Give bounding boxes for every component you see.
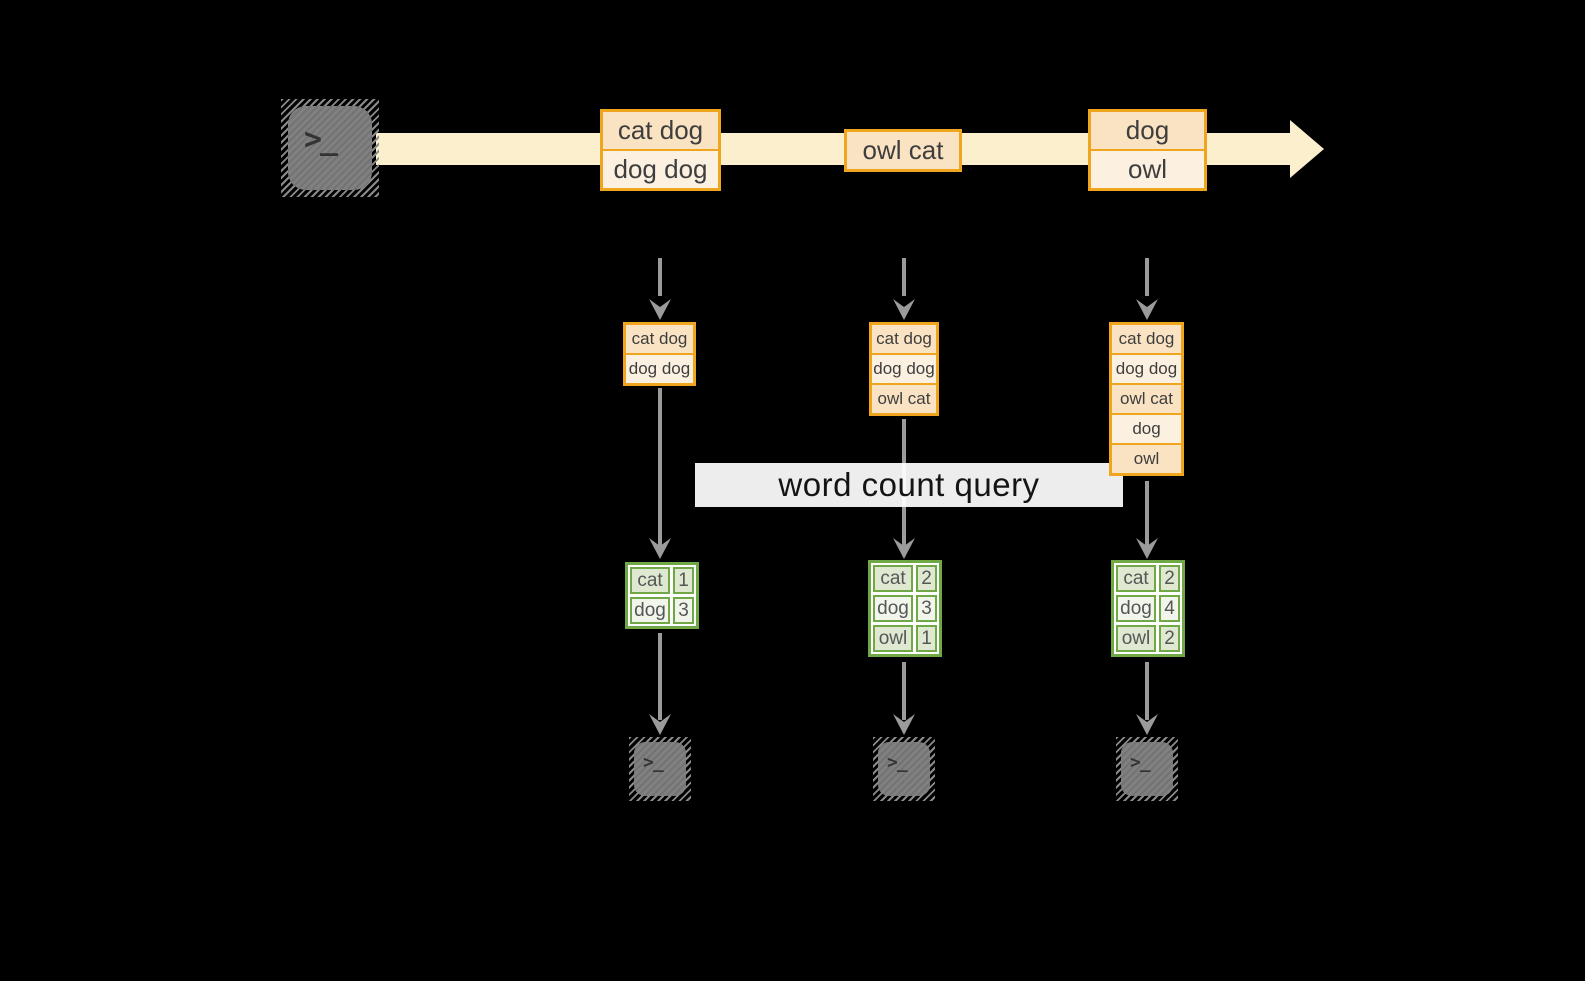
state-item: owl cat [1112, 383, 1181, 413]
word-count-table-1: cat 1 dog 3 [625, 562, 699, 629]
count-value: 4 [1159, 595, 1180, 622]
batch-item: owl [1091, 149, 1204, 188]
terminal-source-icon: >_ [281, 99, 379, 197]
stream-batch-2: owl cat [844, 129, 962, 172]
terminal-source-screen: >_ [288, 106, 372, 190]
query-label-band: word count query [695, 463, 1123, 507]
terminal-prompt-icon: >_ [643, 751, 664, 773]
count-value: 3 [916, 595, 937, 622]
query-arrowhead-2 [893, 538, 915, 559]
output-arrowhead-1 [649, 714, 671, 735]
state-item: dog [1112, 413, 1181, 443]
state-item: dog dog [1112, 353, 1181, 383]
output-arrows [649, 633, 1158, 735]
word-count-table-2: cat 2 dog 3 owl 1 [868, 560, 942, 657]
terminal-prompt-icon: >_ [304, 121, 338, 157]
terminal-prompt-icon: >_ [887, 751, 908, 773]
batch-item: dog [1091, 112, 1204, 149]
ingest-arrowhead-1 [649, 299, 671, 320]
output-arrowhead-3 [1136, 714, 1158, 735]
count-word: cat [630, 567, 670, 594]
query-arrowhead-1 [649, 538, 671, 559]
count-value: 2 [916, 565, 937, 592]
count-value: 2 [1159, 565, 1180, 592]
word-count-table-3: cat 2 dog 4 owl 2 [1111, 560, 1185, 657]
query-label: word count query [778, 466, 1040, 503]
count-word: owl [873, 625, 913, 652]
count-word: owl [1116, 625, 1156, 652]
count-word: cat [873, 565, 913, 592]
ingest-arrowhead-2 [893, 299, 915, 320]
ingest-arrowhead-3 [1136, 299, 1158, 320]
state-item: cat dog [872, 325, 936, 353]
state-item: cat dog [1112, 325, 1181, 353]
batch-item: owl cat [847, 132, 959, 169]
terminal-sink-screen: >_ [1121, 742, 1173, 796]
count-value: 3 [673, 597, 694, 624]
count-word: dog [873, 595, 913, 622]
count-word: dog [1116, 595, 1156, 622]
query-arrowhead-3 [1136, 538, 1158, 559]
terminal-sink-screen: >_ [634, 742, 686, 796]
count-word: dog [630, 597, 670, 624]
count-value: 1 [673, 567, 694, 594]
batch-item: cat dog [603, 112, 718, 149]
terminal-sink-icon-3: >_ [1116, 737, 1178, 801]
state-item: cat dog [626, 325, 693, 353]
state-item: dog dog [872, 353, 936, 383]
stream-batch-1: cat dog dog dog [600, 109, 721, 191]
stream-batch-3: dog owl [1088, 109, 1207, 191]
state-item: owl [1112, 443, 1181, 473]
state-item: dog dog [626, 353, 693, 383]
terminal-prompt-icon: >_ [1130, 751, 1151, 773]
ingest-arrows [649, 258, 1158, 320]
count-value: 2 [1159, 625, 1180, 652]
count-value: 1 [916, 625, 937, 652]
count-word: cat [1116, 565, 1156, 592]
state-item: owl cat [872, 383, 936, 413]
state-buffer-3: cat dog dog dog owl cat dog owl [1109, 322, 1184, 476]
terminal-sink-screen: >_ [878, 742, 930, 796]
batch-item: dog dog [603, 149, 718, 188]
terminal-sink-icon-1: >_ [629, 737, 691, 801]
output-arrowhead-2 [893, 714, 915, 735]
state-buffer-1: cat dog dog dog [623, 322, 696, 386]
state-buffer-2: cat dog dog dog owl cat [869, 322, 939, 416]
terminal-sink-icon-2: >_ [873, 737, 935, 801]
